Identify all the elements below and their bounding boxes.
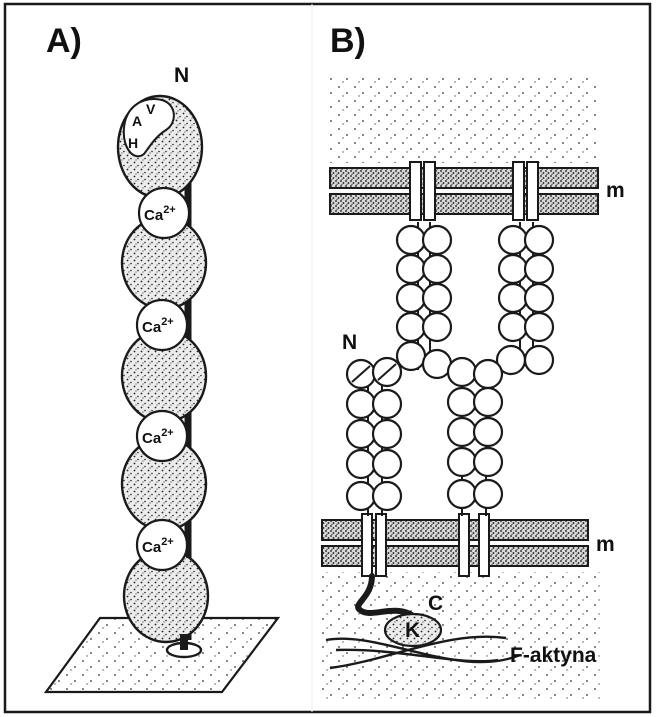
hav-letter-h: H [128, 135, 138, 151]
calcium-site-2-charge: 2+ [161, 316, 174, 328]
upper-membrane-label: m [606, 179, 625, 202]
calcium-site-1-charge: 2+ [163, 204, 176, 216]
calcium-site-3-symbol: Ca [142, 430, 162, 447]
lower-cytoplasm-region [320, 572, 600, 702]
calcium-site-2: Ca2+ [137, 300, 187, 350]
calcium-site-3-charge: 2+ [161, 427, 174, 439]
calcium-site-4-charge: 2+ [161, 536, 174, 548]
calcium-site-4-symbol: Ca [142, 539, 162, 556]
kinase-label: K [405, 619, 420, 642]
f-actin-label: F-aktyna [510, 644, 597, 667]
calcium-site-1: Ca2+ [139, 188, 189, 238]
panel-a-label: A) [46, 22, 82, 60]
membrane-anchor-stem [180, 634, 188, 650]
hav-letter-a: A [132, 113, 142, 129]
calcium-site-4: Ca2+ [137, 520, 187, 570]
upper-cell-region [330, 75, 598, 163]
hav-letter-v: V [146, 101, 156, 117]
calcium-site-1-symbol: Ca [144, 207, 164, 224]
panel-b-c-terminus-label: C [428, 592, 443, 615]
lower-membrane-label: m [596, 533, 615, 556]
calcium-site-3: Ca2+ [137, 411, 187, 461]
panel-b-label: B) [330, 22, 366, 60]
panel-a-n-terminus-label: N [174, 64, 189, 87]
calcium-site-2-symbol: Ca [142, 319, 162, 336]
panel-b-n-terminus-label: N [342, 331, 357, 354]
